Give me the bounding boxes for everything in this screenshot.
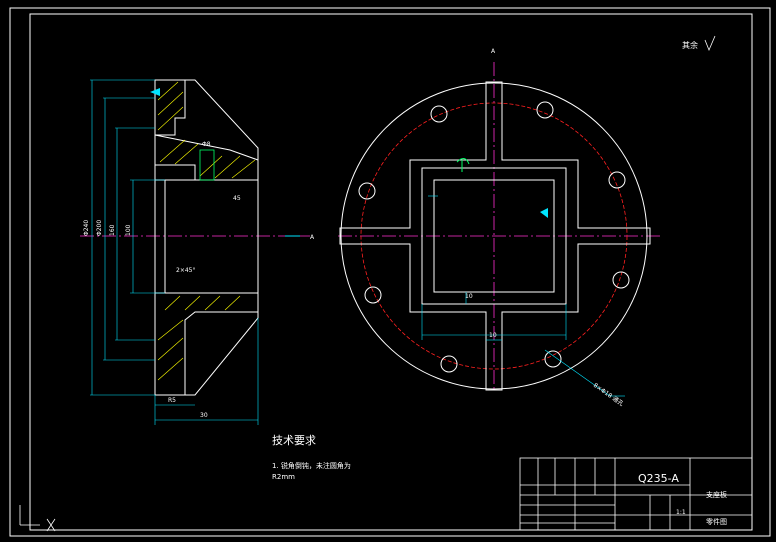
bolt-holes bbox=[358, 101, 630, 373]
part-name: 支座板 bbox=[706, 490, 727, 499]
title-block bbox=[519, 457, 753, 531]
hole-note: 8×Φ18 通孔 bbox=[592, 381, 625, 408]
hatch-bottom bbox=[154, 292, 259, 396]
ucs-icon bbox=[19, 505, 56, 532]
material-label: Q235-A bbox=[638, 472, 679, 485]
detail-slot bbox=[199, 149, 215, 181]
bolt-hole bbox=[544, 350, 562, 368]
bolt-hole bbox=[440, 355, 458, 373]
dim-wall: 10 bbox=[465, 293, 473, 300]
dim-slot: Φ8 bbox=[202, 141, 211, 148]
view-marker-a: A bbox=[491, 48, 496, 55]
bolt-hole bbox=[536, 101, 554, 119]
hatch-lines bbox=[157, 81, 256, 381]
dim-angle: 45 bbox=[233, 195, 241, 202]
scale-label: 1:1 bbox=[676, 509, 686, 516]
tech-line-1: 1. 锐角倒钝，未注圆角为 bbox=[272, 461, 351, 470]
bolt-circle bbox=[360, 102, 628, 370]
dim-phi240: Φ240 bbox=[83, 220, 90, 236]
outer-circle bbox=[340, 82, 648, 390]
tech-title: 技术要求 bbox=[272, 434, 316, 447]
drawing-number: 零件图 bbox=[706, 517, 727, 526]
roughness-note: 其余 bbox=[682, 40, 698, 50]
hatch-top-web bbox=[154, 134, 259, 181]
section-marker-label: A bbox=[310, 234, 315, 241]
dim-phi200: Φ200 bbox=[96, 220, 103, 236]
dim-chamfer: 2×45° bbox=[176, 267, 195, 274]
dimension-lines-side bbox=[90, 79, 259, 425]
bolt-hole bbox=[364, 286, 382, 304]
section-view: Φ240 Φ200 160 100 30 R5 2×45° Φ8 45 A bbox=[80, 79, 315, 425]
tech-line-2: R2mm bbox=[272, 473, 295, 481]
inner-square bbox=[433, 179, 555, 293]
detail-mark-front bbox=[456, 158, 470, 172]
dim-160: 160 bbox=[109, 224, 116, 236]
bolt-hole bbox=[608, 171, 626, 189]
dim-flange: R5 bbox=[168, 397, 176, 404]
bolt-hole bbox=[358, 182, 376, 200]
bolt-hole bbox=[430, 105, 448, 123]
dim-100: 100 bbox=[125, 224, 132, 236]
front-view: A 10 bbox=[338, 48, 660, 408]
outer-border bbox=[9, 7, 771, 537]
dim-rib: 10 bbox=[489, 332, 497, 339]
roughness-mark-front bbox=[540, 208, 548, 218]
dimension-lines-front bbox=[421, 195, 625, 397]
dim-width: 30 bbox=[200, 412, 208, 419]
roughness-symbol bbox=[704, 35, 716, 52]
outer-square bbox=[421, 167, 567, 305]
cross-rib-outline bbox=[339, 81, 651, 391]
inner-border bbox=[29, 13, 753, 531]
roughness-mark-side bbox=[150, 88, 160, 96]
bolt-hole bbox=[612, 271, 630, 289]
section-body-outline bbox=[155, 79, 259, 396]
